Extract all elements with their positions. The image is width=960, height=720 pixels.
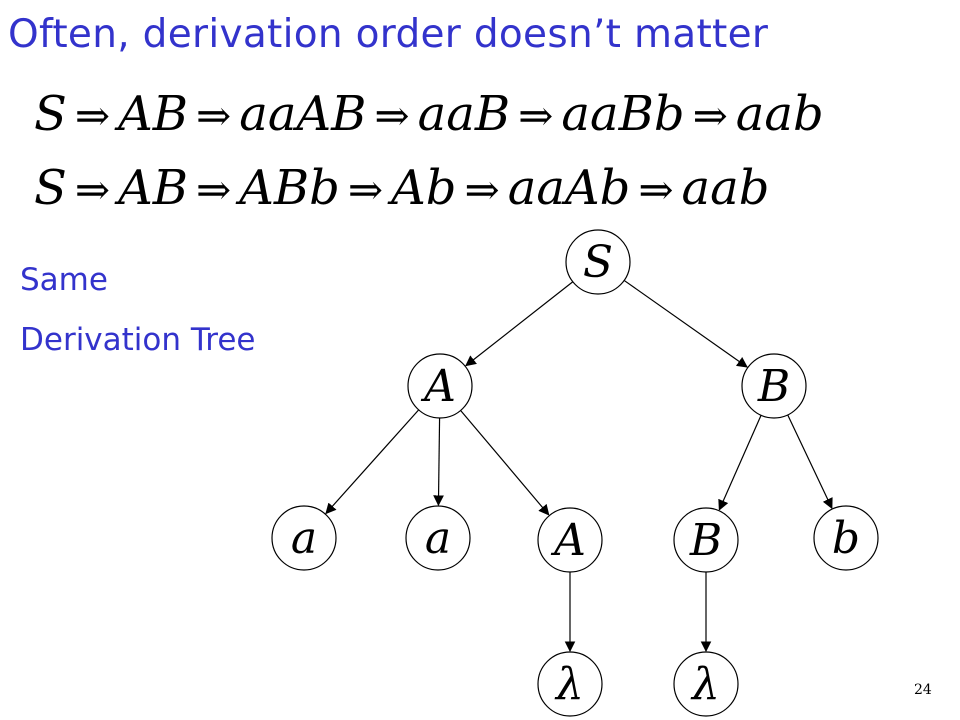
derives-arrow: ⇒ — [692, 91, 728, 140]
sentential-form: ABb — [239, 160, 340, 216]
tree-node-circle — [741, 353, 807, 419]
sentential-form: aab — [681, 160, 770, 216]
derivation-1: S⇒AB⇒aaAB⇒aaB⇒aaBb⇒aab — [34, 86, 824, 142]
tree-node: λ — [537, 651, 603, 717]
tree-node: B — [673, 507, 739, 573]
tree-node: B — [741, 353, 807, 419]
derives-arrow: ⇒ — [196, 91, 232, 140]
sentential-form: aaB — [417, 86, 511, 142]
tree-node-label: b — [832, 513, 860, 564]
derives-arrow: ⇒ — [518, 91, 554, 140]
page-number: 24 — [914, 682, 932, 698]
sentential-form: aab — [735, 86, 824, 142]
tree-node-circle — [537, 651, 603, 717]
sentential-form: S — [34, 86, 67, 142]
tree-node-circle — [673, 651, 739, 717]
tree-edge-arrow — [787, 414, 833, 510]
tree-edge-arrow — [325, 409, 420, 515]
tree-node: a — [271, 505, 337, 571]
tree-edge-arrow — [623, 279, 748, 368]
tree-node-circle — [407, 353, 473, 419]
sentential-form: AB — [118, 86, 189, 142]
tree-node-label: B — [757, 361, 790, 412]
derives-arrow: ⇒ — [196, 165, 232, 214]
tree-node-label: λ — [690, 659, 720, 710]
tree-node-label: λ — [554, 659, 584, 710]
tree-edge-arrow — [465, 281, 574, 367]
derives-arrow: ⇒ — [74, 165, 111, 214]
derives-arrow: ⇒ — [464, 165, 500, 214]
slide-title: Often, derivation order doesn’t matter — [8, 12, 769, 57]
tree-node-circle — [405, 505, 471, 571]
derives-arrow: ⇒ — [347, 165, 384, 214]
tree-node-circle — [565, 229, 631, 295]
tree-node-circle — [271, 505, 337, 571]
tree-node-circle — [673, 507, 739, 573]
tree-node: S — [565, 229, 631, 295]
tree-node-label: A — [550, 515, 586, 566]
tree-node-circle — [537, 507, 603, 573]
tree-node-circle — [813, 505, 879, 571]
tree-edge-arrow — [718, 415, 762, 511]
sentential-form: S — [34, 160, 67, 216]
tree-node-label: A — [420, 361, 456, 412]
tree-node: A — [407, 353, 473, 419]
tree-node: a — [405, 505, 471, 571]
sentential-form: aaBb — [561, 86, 685, 142]
tree-edge-arrow — [460, 410, 550, 516]
derivation-2: S⇒AB⇒ABb⇒Ab⇒aaAb⇒aab — [34, 160, 770, 216]
tree-node-label: B — [689, 515, 722, 566]
tree-node: λ — [673, 651, 739, 717]
sentential-form: Ab — [391, 160, 457, 216]
derives-arrow: ⇒ — [74, 91, 111, 140]
tree-node-label: S — [583, 237, 613, 288]
sentential-form: AB — [118, 160, 189, 216]
tree-node-label: a — [425, 513, 451, 564]
caption-same: Same — [20, 262, 108, 298]
tree-node: b — [813, 505, 879, 571]
tree-node: A — [537, 507, 603, 573]
sentential-form: aaAb — [507, 160, 631, 216]
tree-node-label: a — [291, 513, 317, 564]
tree-edge-arrow — [433, 417, 444, 507]
sentential-form: aaAB — [239, 86, 367, 142]
caption-derivation-tree: Derivation Tree — [20, 322, 256, 358]
derives-arrow: ⇒ — [638, 165, 674, 214]
derives-arrow: ⇒ — [374, 91, 410, 140]
